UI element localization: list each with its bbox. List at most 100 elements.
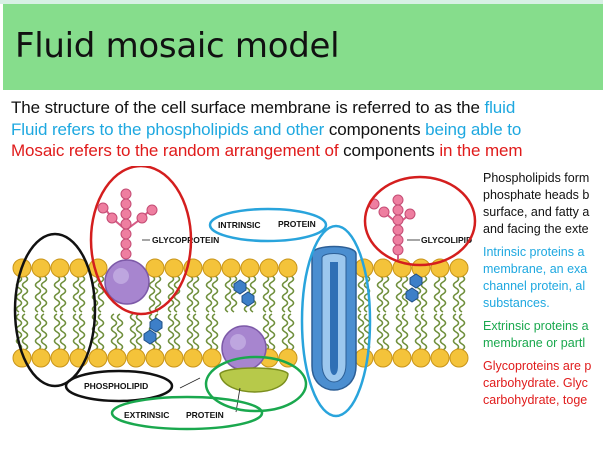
body-line-2: Fluid refers to the phospholipids and ot… <box>11 120 521 140</box>
note-intrinsic-line: substances. <box>483 296 550 310</box>
line-3-part-b: components <box>343 141 440 160</box>
extrinsic-label: EXTRINSIC <box>124 410 169 420</box>
phospholipid-head <box>145 258 165 278</box>
note-intrinsic: Intrinsic proteins a membrane, an exa ch… <box>483 244 603 312</box>
intrinsic-protein-ring <box>300 224 372 418</box>
phospholipid-head <box>430 348 450 368</box>
phospholipid-tail <box>186 313 200 351</box>
phospholipid-head <box>31 258 51 278</box>
phospholipid-tail <box>262 275 276 313</box>
phospholipid-head <box>259 258 279 278</box>
phospholipid-tail <box>186 275 200 313</box>
phospholipid-head <box>88 348 108 368</box>
phospholipid-tail <box>53 313 67 351</box>
phospholipid-head <box>202 348 222 368</box>
glycolipid-ring <box>363 175 477 267</box>
membrane-diagram: GLYCOPROTEIN INTRINSIC PROTEIN GLYCOLIPI… <box>12 166 477 431</box>
phospholipid-tail <box>395 275 409 313</box>
note-intrinsic-line: channel protein, al <box>483 279 586 293</box>
phospholipid-tail <box>53 275 67 313</box>
note-intrinsic-line: membrane, an exa <box>483 262 588 276</box>
annotation-rings <box>13 166 477 431</box>
phospholipid-tail <box>148 275 162 313</box>
phospholipid-label: PHOSPHOLIPID <box>84 381 148 391</box>
phospholipid-tail <box>110 313 124 351</box>
phospholipid-head <box>373 258 393 278</box>
intrinsic-label: INTRINSIC <box>218 220 261 230</box>
phospholipid-tail <box>167 313 181 351</box>
phospholipid-tail <box>15 275 29 313</box>
line-2-part-c: being able to <box>425 120 522 139</box>
note-phospholipid-line: phosphate heads b <box>483 188 590 202</box>
phospholipid-tail <box>34 275 48 313</box>
intrinsic-channel-protein <box>311 245 357 391</box>
extrinsic-protein-ring <box>204 355 308 413</box>
phospholipid-head <box>449 258 469 278</box>
phospholipid-tail <box>452 275 466 313</box>
note-extrinsic-line: Extrinsic proteins a <box>483 319 589 333</box>
phospholipid-tail <box>357 313 371 351</box>
title-bar: Fluid mosaic model <box>3 4 603 90</box>
glycoprotein-ring <box>89 166 193 316</box>
phospholipid-head <box>449 348 469 368</box>
note-intrinsic-line: Intrinsic proteins a <box>483 245 585 259</box>
phospholipid-head <box>50 348 70 368</box>
phospholipid-tail <box>34 313 48 351</box>
phospholipid-heads <box>12 258 469 368</box>
note-phospholipid-line: Phospholipids form <box>483 171 590 185</box>
phospholipid-tail <box>72 313 86 351</box>
phospholipid-tail <box>72 275 86 313</box>
phospholipid-tail <box>433 275 447 313</box>
phospholipid-tail <box>395 313 409 351</box>
phospholipid-tail <box>452 313 466 351</box>
phospholipid-head <box>202 258 222 278</box>
protein-top-label: PROTEIN <box>278 219 316 229</box>
phospholipid-head <box>411 348 431 368</box>
phospholipid-tail <box>414 313 428 351</box>
phospholipid-head <box>183 348 203 368</box>
phospholipid-ring <box>13 232 97 388</box>
glycolipid-shape <box>368 194 416 262</box>
phospholipid-head <box>278 258 298 278</box>
note-phospholipid: Phospholipids form phosphate heads b sur… <box>483 170 603 238</box>
glycoprotein-shape <box>97 188 158 305</box>
glycolipid-label: GLYCOLIPID <box>421 235 472 245</box>
cholesterol-molecules <box>143 273 423 345</box>
phospholipid-head <box>373 348 393 368</box>
note-glycoprotein-line: Glycoproteins are p <box>483 359 592 373</box>
line-3-part-a: Mosaic refers to the random arrangement … <box>11 141 344 160</box>
notes-panel: Phospholipids form phosphate heads b sur… <box>483 170 603 415</box>
note-phospholipid-line: and facing the exte <box>483 222 589 236</box>
phospholipid-tail <box>205 313 219 351</box>
line-1-fluid: fluid <box>484 98 516 117</box>
body-line-1: The structure of the cell surface membra… <box>11 98 515 118</box>
phospholipid-tail <box>129 313 143 351</box>
body-line-3: Mosaic refers to the random arrangement … <box>11 141 523 161</box>
slide-title: Fluid mosaic model <box>15 26 340 66</box>
line-1-text: The structure of the cell surface membra… <box>11 98 485 117</box>
intrinsic-label-ring <box>208 207 328 243</box>
phospholipid-head <box>354 348 374 368</box>
phospholipid-head <box>145 348 165 368</box>
phospholipid-tail <box>167 275 181 313</box>
phospholipid-tails <box>15 275 466 351</box>
phospholipid-head <box>392 348 412 368</box>
phospholipid-head <box>126 348 146 368</box>
phospholipid-tail <box>224 275 238 313</box>
phospholipid-head <box>221 258 241 278</box>
note-phospholipid-line: surface, and fatty a <box>483 205 590 219</box>
line-2-part-b: components <box>328 120 426 139</box>
note-glycoprotein-line: carbohydrate. Glyc <box>483 376 588 390</box>
note-glycoprotein-line: carbohydrate, toge <box>483 393 588 407</box>
phospholipid-label-ring <box>64 369 174 403</box>
phospholipid-head <box>240 258 260 278</box>
line-3-part-c: in the mem <box>439 141 523 160</box>
phospholipid-tail <box>376 313 390 351</box>
protein-bottom-label: PROTEIN <box>186 410 224 420</box>
phospholipid-head <box>31 348 51 368</box>
phospholipid-head <box>164 348 184 368</box>
phospholipid-head <box>107 348 127 368</box>
phospholipid-tail <box>433 313 447 351</box>
phospholipid-tail <box>281 275 295 313</box>
line-2-part-a: Fluid refers to the phospholipids and ot… <box>11 120 329 139</box>
